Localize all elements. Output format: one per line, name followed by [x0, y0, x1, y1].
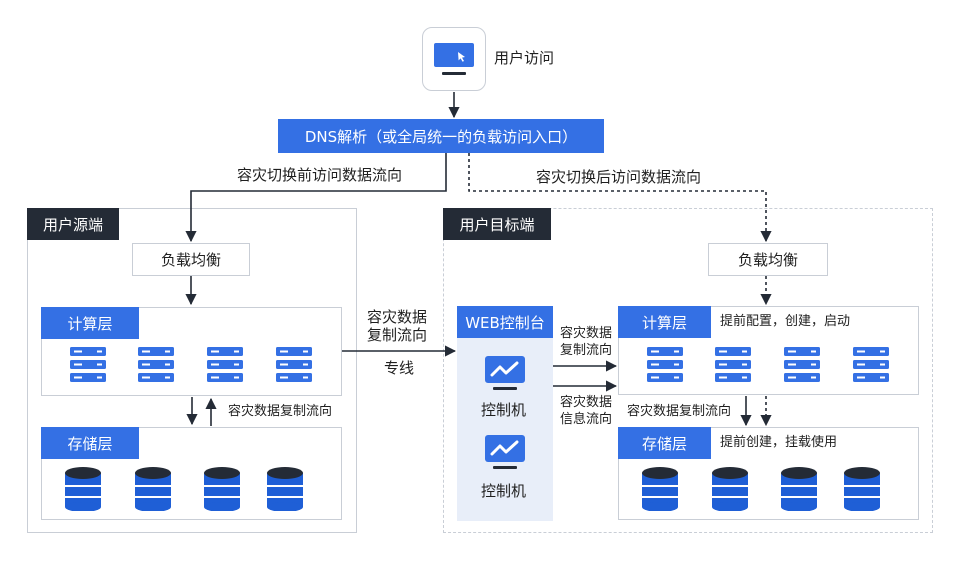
source-load-balancer: 负载均衡: [132, 243, 250, 276]
after-flow-label: 容灾切换后访问数据流向: [536, 168, 702, 186]
target-load-balancer: 负载均衡: [708, 243, 828, 276]
controller-label-1: 控制机: [481, 401, 527, 419]
source-storage-tag: 存储层: [41, 427, 139, 459]
target-server-row: [618, 346, 919, 386]
replication-label-line2: 复制流向: [367, 326, 428, 344]
target-panel-title: 用户目标端: [443, 208, 551, 240]
controller-label-2: 控制机: [481, 482, 527, 500]
dns-bar: DNS解析（或全局统一的负载访问入口）: [278, 119, 604, 153]
database-icon: [642, 467, 678, 512]
target-database-row: [618, 465, 919, 512]
database-icon: [135, 467, 171, 512]
user-access-icon-box: [422, 27, 486, 91]
source-panel-title: 用户源端: [27, 208, 119, 240]
source-compute-tag: 计算层: [41, 307, 139, 339]
database-icon: [712, 467, 748, 512]
before-flow-label: 容灾切换前访问数据流向: [237, 166, 403, 184]
server-icon: [276, 347, 312, 382]
ctrl-replication-label-1: 容灾数据: [560, 326, 613, 341]
target-storage-tag: 存储层: [618, 427, 711, 459]
source-replication-label: 容灾数据复制流向: [228, 404, 333, 419]
server-icon: [207, 347, 243, 382]
server-icon: [647, 347, 683, 382]
ctrl-info-label-2: 信息流向: [560, 412, 613, 427]
server-icon: [715, 347, 751, 382]
source-database-row: [41, 465, 342, 512]
monitor-icon: [434, 43, 474, 75]
dedicated-line-label: 专线: [384, 359, 415, 377]
database-icon: [65, 467, 101, 512]
server-icon: [70, 347, 106, 382]
web-console-column: [457, 306, 553, 521]
web-console-title: WEB控制台: [457, 306, 553, 338]
controller-icon: [484, 434, 526, 472]
database-icon: [781, 467, 817, 512]
controller-icon: [484, 355, 526, 393]
database-icon: [844, 467, 880, 512]
target-compute-note: 提前配置，创建，启动: [720, 314, 851, 329]
server-icon: [138, 347, 174, 382]
database-icon: [267, 467, 303, 512]
ctrl-info-label-1: 容灾数据: [560, 395, 613, 410]
user-access-label: 用户访问: [494, 49, 555, 67]
target-storage-note: 提前创建，挂载使用: [720, 435, 838, 450]
source-server-row: [41, 346, 342, 386]
ctrl-replication-label-2: 复制流向: [560, 343, 613, 358]
replication-label-line1: 容灾数据: [367, 308, 428, 326]
target-compute-tag: 计算层: [618, 306, 711, 338]
database-icon: [204, 467, 240, 512]
server-icon: [784, 347, 820, 382]
server-icon: [853, 347, 889, 382]
target-replication-label: 容灾数据复制流向: [627, 404, 732, 419]
